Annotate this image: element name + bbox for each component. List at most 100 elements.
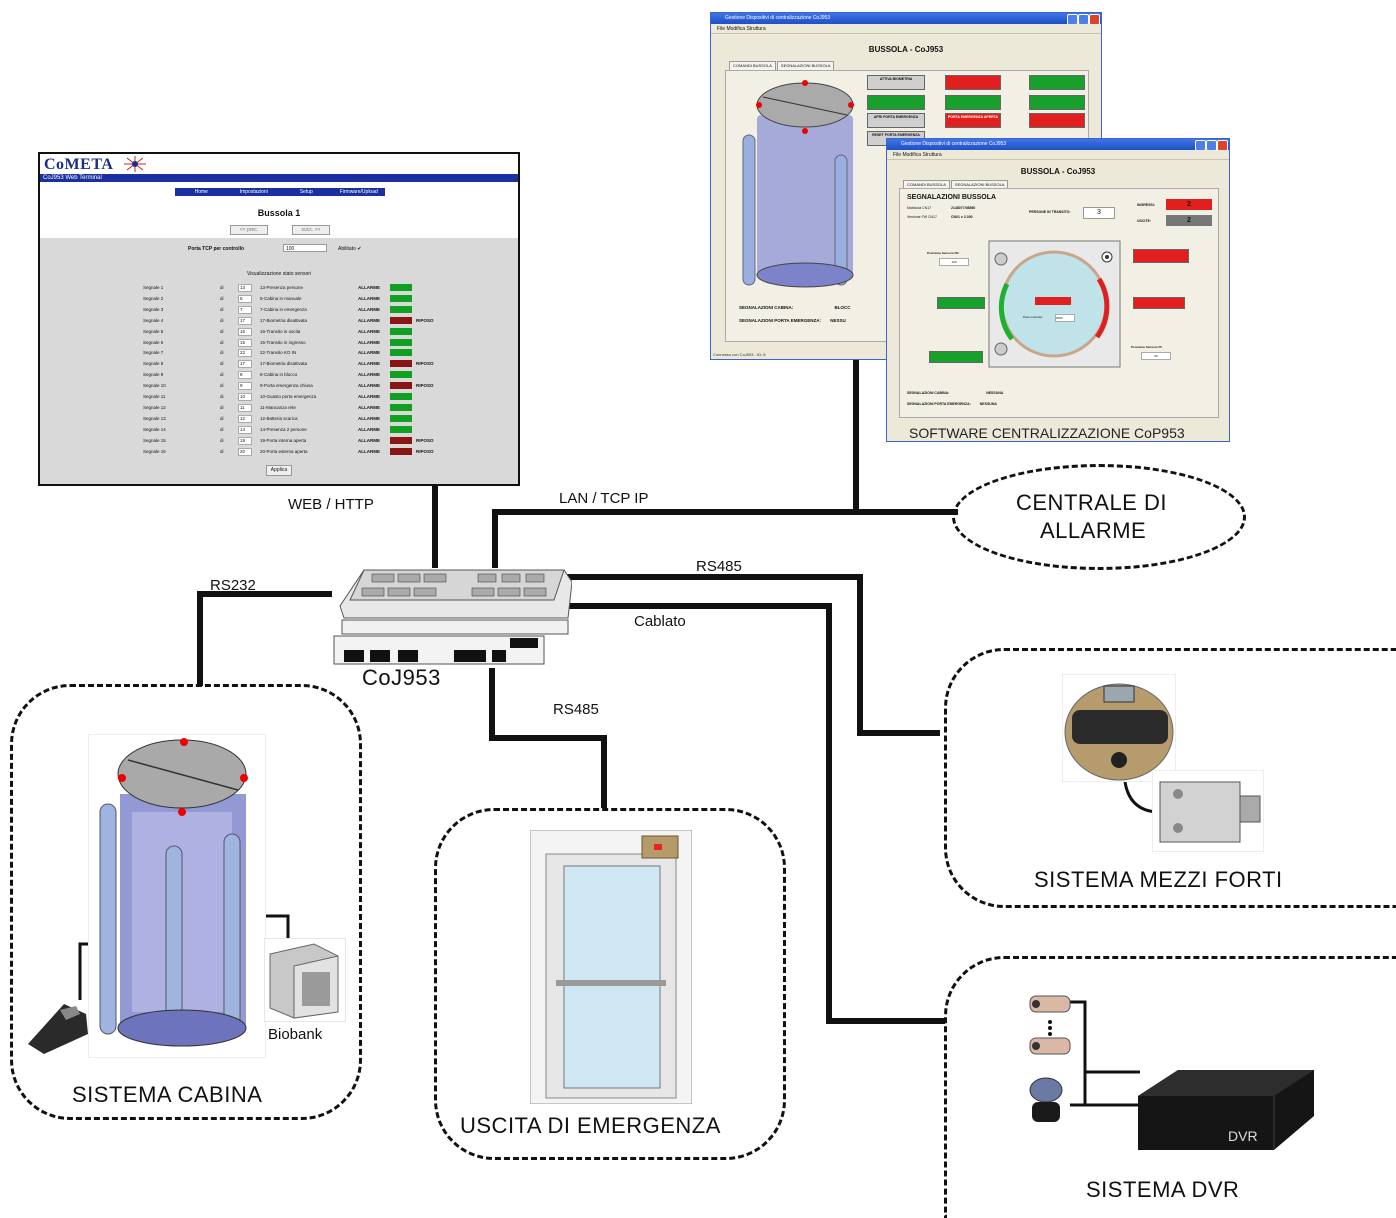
row-number-field[interactable] — [238, 393, 252, 401]
status-badge — [390, 414, 412, 422]
row-name: Segnale 16 — [143, 448, 166, 454]
label-rs485-bottom: RS485 — [553, 701, 599, 718]
nav-item[interactable]: Setup — [299, 189, 313, 195]
row-number-field[interactable] — [238, 414, 252, 423]
row-number-field[interactable] — [238, 305, 252, 314]
row-state: ALLARME — [358, 394, 380, 399]
posizione-pi-value: 90 — [1141, 352, 1171, 360]
row-flag: RIPOSO — [416, 437, 434, 443]
dvr-group — [944, 956, 1396, 1218]
sensor-section-title: Visualizzazione stato sensori — [246, 271, 312, 277]
software-caption: SOFTWARE CENTRALIZZAZIONE CoP953 — [909, 425, 1185, 441]
abilitato-label: Abilitato ✔ — [338, 246, 361, 252]
row-description: 19-Porta interna aperta — [260, 437, 307, 443]
next-button[interactable]: succ. >> — [292, 225, 330, 235]
command-button[interactable] — [1029, 113, 1085, 128]
checkbox-icon[interactable]: ✔ — [357, 246, 362, 252]
command-button[interactable] — [945, 75, 1001, 90]
row-number-field[interactable] — [238, 294, 252, 303]
row-description: 12-Batteria scarica — [260, 415, 298, 421]
apply-button[interactable]: Applica — [266, 465, 292, 476]
menu-bar[interactable]: File Modifica Struttura — [711, 24, 1101, 34]
command-button[interactable]: PORTA EMERGENZA APERTA — [945, 113, 1001, 128]
row-number-field[interactable] — [238, 447, 252, 456]
row-sep: di — [220, 415, 224, 421]
row-number-field[interactable] — [238, 284, 252, 292]
ok-indicator — [937, 297, 985, 309]
coj953-device-icon — [333, 569, 572, 665]
row-number-field[interactable] — [238, 403, 252, 412]
row-state: ALLARME — [358, 306, 380, 312]
row-sep: di — [220, 339, 224, 345]
row-description: 15-Transito in ingresso — [260, 339, 306, 345]
versione-value: CN01 v 2.300 — [951, 215, 973, 219]
row-name: Segnale 3 — [143, 306, 164, 312]
row-sep: di — [220, 328, 224, 334]
row-number: 10 — [240, 394, 246, 399]
bullet-camera-icon — [1029, 1037, 1071, 1055]
cometa-star-icon — [124, 156, 146, 172]
menu-bar[interactable]: File Modifica Struttura — [887, 150, 1229, 160]
row-name: Segnale 4 — [143, 317, 164, 323]
dvr-brand-label: DVR — [1228, 1128, 1258, 1144]
row-number-field[interactable] — [238, 436, 252, 445]
peso-label: Peso misurato: — [1023, 315, 1044, 319]
row-description: 17-Biometria disattivata — [260, 361, 308, 367]
row-number: 16 — [240, 328, 246, 334]
row-number-field[interactable] — [238, 327, 252, 336]
porta-tcp-label: Porta TCP per controllo — [188, 246, 245, 252]
wire-rs485-bottom — [489, 668, 607, 808]
command-button[interactable] — [867, 95, 925, 110]
row-sep: di — [220, 317, 224, 323]
cometa-logo: CoMETA — [44, 156, 114, 173]
row-number-field[interactable] — [238, 316, 252, 325]
porta-tcp-input[interactable]: 100 — [283, 244, 327, 252]
row-state: ALLARME — [358, 361, 380, 367]
row-name: Segnale 9 — [143, 372, 164, 378]
centrale-allarme-group — [952, 464, 1246, 570]
row-number: 8 — [240, 372, 243, 378]
row-description: 9-Porta emergenza chiusa — [260, 383, 313, 389]
command-button[interactable]: ATTIVA BIOMETRIA — [867, 75, 925, 90]
row-description: 22-Transito KO IN — [260, 350, 297, 356]
row-sep: di — [220, 437, 224, 443]
label-cablato: Cablato — [634, 613, 686, 630]
row-number-field[interactable] — [238, 360, 252, 369]
row-description: 11-Mancanza rete — [260, 404, 296, 410]
row-state: ALLARME — [358, 404, 380, 410]
status-badge — [390, 338, 412, 346]
lock-icon — [1152, 770, 1264, 852]
row-state: ALLARME — [358, 317, 380, 323]
row-number-field[interactable] — [238, 425, 252, 434]
row-number: 20 — [240, 448, 246, 454]
wire-lan — [492, 509, 958, 568]
cabina-label: SISTEMA CABINA — [72, 1082, 263, 1107]
ok-indicator — [929, 351, 983, 363]
web-terminal-window: CoMETA CoJ953 Web Terminal Home Impostaz… — [38, 152, 520, 486]
row-number: 12 — [240, 415, 246, 421]
row-number-field[interactable] — [238, 349, 252, 358]
command-button[interactable] — [1029, 95, 1085, 110]
row-flag: RIPOSO — [416, 317, 434, 323]
command-button[interactable]: APRI PORTA EMERGENZA — [867, 113, 925, 128]
nav-item[interactable]: Impostazioni — [239, 189, 268, 195]
nav-item[interactable]: Firmware/Upload — [339, 189, 378, 195]
command-button[interactable] — [1029, 75, 1085, 90]
prev-button[interactable]: << prec. — [230, 225, 268, 235]
row-number-field[interactable] — [238, 338, 252, 347]
row-number: 15 — [240, 339, 246, 345]
row-number-field[interactable] — [238, 371, 252, 380]
nav-item[interactable]: Home — [194, 189, 208, 195]
row-sep: di — [220, 448, 224, 454]
row-number-field[interactable] — [238, 382, 252, 391]
row-state: ALLARME — [358, 285, 380, 290]
front-footer-1-label: SEGNALAZIONI CABINA: — [907, 391, 950, 395]
command-button[interactable] — [945, 95, 1001, 110]
